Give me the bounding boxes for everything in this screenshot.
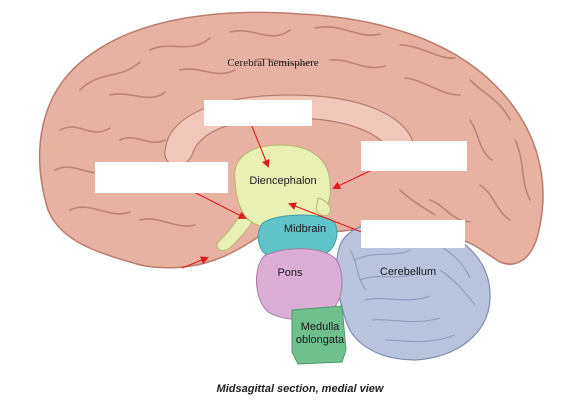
arrow-bottom-left [181, 256, 209, 269]
answer-box-right[interactable] [361, 141, 467, 171]
midbrain-shape [257, 214, 338, 259]
pointer-arrows [181, 123, 373, 269]
answer-box-top[interactable] [204, 100, 312, 126]
label-medulla-line2: oblongata [296, 334, 345, 346]
label-diencephalon: Diencephalon [249, 175, 316, 187]
label-midbrain: Midbrain [284, 223, 326, 235]
label-medulla-line1: Medulla [301, 321, 340, 333]
medulla-oblongata-shape [291, 305, 347, 365]
arrow-midright-box [288, 202, 365, 234]
label-pons: Pons [277, 267, 303, 279]
label-cerebellum: Cerebellum [380, 266, 436, 278]
pineal-process [315, 197, 331, 217]
gyri-texture [54, 26, 531, 227]
arrow-right-box [332, 169, 373, 190]
answer-box-left[interactable] [95, 162, 228, 193]
label-cerebral-hemisphere: Cerebral hemisphere [227, 57, 318, 69]
arrow-top-box [250, 123, 270, 168]
answer-box-midright[interactable] [361, 220, 465, 248]
arrow-left-box [187, 188, 247, 219]
figure-caption: Midsagittal section, medial view [217, 383, 385, 395]
pituitary-stalk [216, 214, 253, 251]
